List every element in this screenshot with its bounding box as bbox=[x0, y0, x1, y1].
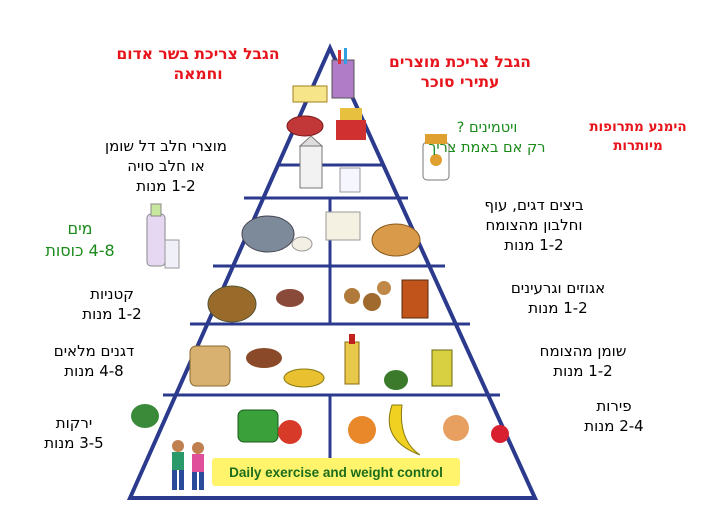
water-line1: מים bbox=[67, 219, 93, 238]
water-label: מים 4-8 כוסות bbox=[30, 218, 130, 262]
dairy-line1: מוצרי חלב דל שומן bbox=[105, 137, 227, 155]
eggs-icon bbox=[291, 236, 313, 252]
vitamin-jar-icon bbox=[422, 134, 450, 181]
limit-sugar-label: הגבל צריכת מוצרים עתירי סוכר bbox=[370, 52, 550, 92]
tofu-icon bbox=[325, 211, 361, 241]
legumes-line1: קטניות bbox=[90, 285, 134, 303]
water-bottle-icon bbox=[146, 203, 180, 269]
exercise-banner-text: Daily exercise and weight control bbox=[229, 465, 443, 480]
limit-sugar-line1: הגבל צריכת מוצרים bbox=[389, 53, 531, 71]
fruits-icon bbox=[348, 404, 509, 456]
beans-icon bbox=[276, 289, 304, 307]
nut-jar-icon bbox=[401, 279, 429, 319]
avoid-medication-line1: הימנע מתרופות bbox=[589, 119, 687, 135]
avocado-icon bbox=[384, 370, 408, 390]
water-servings: 4-8 כוסות bbox=[45, 241, 115, 260]
bread-icon bbox=[189, 345, 231, 387]
nuts-line1: אגוזים וגרעינים bbox=[510, 279, 606, 297]
corn-icon bbox=[283, 368, 325, 388]
chicken-icon bbox=[371, 223, 421, 257]
pyramid-outline bbox=[126, 43, 539, 500]
nuts-label: אגוזים וגרעינים 1-2 מנות bbox=[490, 278, 626, 318]
limit-red-meat-line2: וחמאה bbox=[173, 65, 223, 83]
exercise-banner bbox=[212, 458, 460, 486]
legumes-label: קטניות 1-2 מנות bbox=[62, 284, 162, 324]
fish-icon bbox=[241, 215, 295, 253]
grains-line1: דגנים מלאים bbox=[53, 342, 135, 360]
oil-bottle-icon bbox=[344, 334, 360, 385]
oil-line1: שומן מהצומח bbox=[539, 342, 627, 360]
oil-label: שומן מהצומח 1-2 מנות bbox=[520, 341, 646, 381]
olive-oil-icon bbox=[431, 349, 453, 387]
grains-servings: 4-8 מנות bbox=[64, 362, 124, 380]
oil-servings: 1-2 מנות bbox=[553, 362, 613, 380]
protein-line2: וחלבון מהצומח bbox=[485, 216, 583, 234]
vitamins-line2: רק אם באמת צריך bbox=[428, 140, 546, 156]
vegetables-line1: ירקות bbox=[55, 414, 93, 432]
vegetables-label: ירקות 3-5 מנות bbox=[24, 413, 124, 453]
steak-icon bbox=[286, 115, 324, 137]
avoid-medication-line2: מיותרות bbox=[613, 138, 663, 154]
butter-icon bbox=[292, 85, 328, 103]
rice-bowl-icon bbox=[246, 348, 282, 368]
vitamins-label: ויטמינים ? רק אם באמת צריך bbox=[408, 118, 566, 158]
sweets-icon bbox=[331, 48, 355, 99]
limit-red-meat-label: הגבל צריכת בשר אדום וחמאה bbox=[100, 44, 296, 84]
protein-label: ביצים דגים, עוף וחלבון מהצומח 1-2 מנות bbox=[466, 195, 602, 255]
fruits-label: פירות 2-4 מנות bbox=[566, 396, 662, 436]
exercising-people-icon bbox=[172, 440, 204, 490]
milk-glass-icon bbox=[339, 167, 361, 193]
protein-servings: 1-2 מנות bbox=[504, 236, 564, 254]
protein-line1: ביצים דגים, עוף bbox=[484, 196, 584, 214]
dairy-servings: 1-2 מנות bbox=[136, 177, 196, 195]
vegetables-servings: 3-5 מנות bbox=[44, 434, 104, 452]
avoid-medication-label: הימנע מתרופות מיותרות bbox=[578, 118, 698, 156]
soup-bowl-icon bbox=[207, 285, 257, 323]
dairy-line2: או חלב סויה bbox=[127, 157, 205, 175]
limit-sugar-line2: עתירי סוכר bbox=[420, 73, 500, 91]
grains-label: דגנים מלאים 4-8 מנות bbox=[36, 341, 152, 381]
nuts-servings: 1-2 מנות bbox=[528, 299, 588, 317]
vegetables-icon bbox=[131, 404, 302, 444]
fries-icon bbox=[336, 108, 366, 140]
fruits-servings: 2-4 מנות bbox=[584, 417, 644, 435]
limit-red-meat-line1: הגבל צריכת בשר אדום bbox=[116, 45, 280, 63]
legumes-servings: 1-2 מנות bbox=[82, 305, 142, 323]
fruits-line1: פירות bbox=[596, 397, 632, 415]
vitamins-line1: ויטמינים ? bbox=[456, 120, 518, 136]
milk-carton-icon bbox=[298, 135, 324, 189]
dairy-label: מוצרי חלב דל שומן או חלב סויה 1-2 מנות bbox=[88, 136, 244, 196]
nuts-icon bbox=[344, 281, 391, 311]
